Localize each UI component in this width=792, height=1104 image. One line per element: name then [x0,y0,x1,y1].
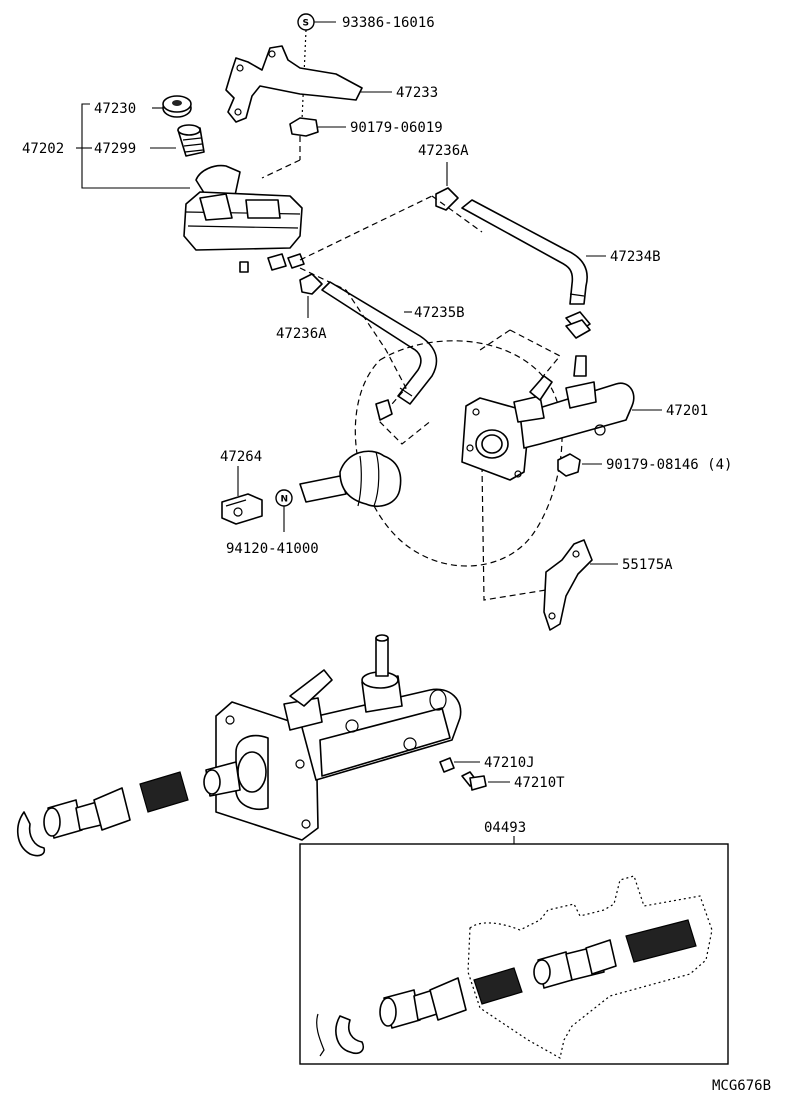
master-cylinder-detail-icon [203,634,462,841]
kit-spring-1-icon [473,967,523,1005]
callout-90179-08146[interactable]: 90179-08146 (4) [606,457,732,473]
nut-90179-08146-icon [557,453,581,477]
nut-n-marker-icon: N [275,489,293,507]
bolt-s-marker-icon: S [297,13,315,31]
callout-93386-16016[interactable]: 93386-16016 [342,15,435,31]
clevis-47264-icon [221,493,263,525]
callout-47235b[interactable]: 47235B [414,305,465,321]
brake-booster-outline [354,340,563,567]
secondary-piston-icon [43,787,131,839]
kit-primary-piston-icon [533,939,617,989]
callout-47230[interactable]: 47230 [94,101,136,117]
spring-icon [139,771,189,813]
bracket-47233-icon [225,45,363,123]
hose-47235b-icon [321,281,438,405]
kit-snap-ring-icon [316,1013,365,1057]
callout-47236a-top[interactable]: 47236A [418,143,469,159]
grommet-47236a-bottom-icon [299,273,323,295]
group-bracket-47202 [81,103,190,189]
callout-47234b[interactable]: 47234B [610,249,661,265]
callout-47202[interactable]: 47202 [22,141,64,157]
kit-spring-2-icon [625,919,697,963]
dashed-port-box [479,329,561,381]
bolt-47210t-icon [461,771,487,791]
callout-47201[interactable]: 47201 [666,403,708,419]
reservoir-47202-icon [183,164,305,273]
clip-nut-90179-06019-icon [289,117,319,137]
n-symbol-text: N [281,495,289,505]
callout-55175a[interactable]: 55175A [622,557,673,573]
strainer-47299-icon [177,124,205,157]
reservoir-cap-47230-icon [162,95,192,118]
grommet-47236a-top-icon [435,187,459,211]
hose-end-clip-icon [565,319,591,339]
bracket-55175a-icon [543,539,593,631]
dashed-hose-box [345,195,483,445]
dashed-connector-reservoir-47236a [299,195,433,261]
callout-04493[interactable]: 04493 [484,820,526,836]
callout-47264[interactable]: 47264 [220,449,262,465]
push-rod-boot-icon [299,450,402,508]
callout-90179-06019[interactable]: 90179-06019 [350,120,443,136]
kit-04493-box [299,843,729,1065]
callout-47236a-bottom[interactable]: 47236A [276,326,327,342]
callout-47233[interactable]: 47233 [396,85,438,101]
master-cylinder-47201-icon [461,355,635,481]
snap-ring-icon [17,811,46,857]
hose-47234b-icon [461,199,591,333]
callout-47210j[interactable]: 47210J [484,755,535,771]
gasket-47210j-icon [439,757,455,773]
small-grommet-icon [375,399,393,421]
diagram-code: MCG676B [712,1078,771,1094]
callout-94120-41000[interactable]: 94120-41000 [226,541,319,557]
callout-47210t[interactable]: 47210T [514,775,565,791]
kit-secondary-piston-icon [379,977,467,1029]
dashed-guide-clip-2 [261,159,301,179]
dashed-bracket-guide [481,465,547,601]
s-symbol-text: S [303,19,309,29]
callout-47299[interactable]: 47299 [94,141,136,157]
